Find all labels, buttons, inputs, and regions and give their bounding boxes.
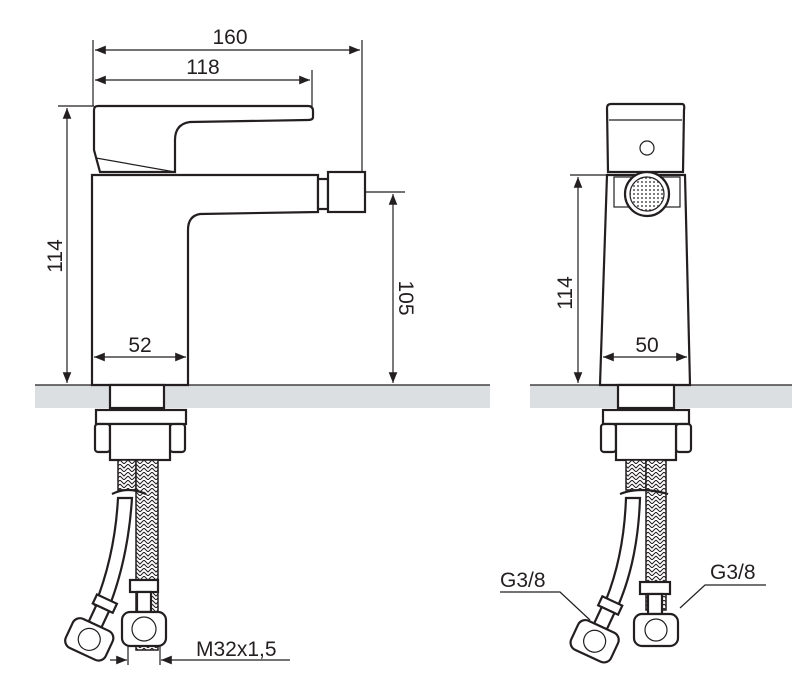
dim-52: 52 xyxy=(128,334,151,357)
thread-label: M32x1,5 xyxy=(196,638,277,661)
side-view xyxy=(58,40,405,665)
dim-50: 50 xyxy=(635,334,658,357)
faucet-handle xyxy=(92,104,315,174)
dim-160: 160 xyxy=(212,26,247,49)
indicator-hole xyxy=(639,140,655,156)
dim-118: 118 xyxy=(186,56,219,79)
dim-105: 105 xyxy=(394,280,417,315)
bidet-nozzle xyxy=(326,170,367,214)
dim-114-front: 114 xyxy=(554,276,577,310)
hose-label-right: G3/8 xyxy=(710,561,756,584)
dim-114-side: 114 xyxy=(44,239,67,273)
countertop-side xyxy=(35,385,490,408)
front-handle xyxy=(605,102,686,174)
faucet-body xyxy=(90,173,320,387)
front-view xyxy=(500,102,766,664)
hose-label-left: G3/8 xyxy=(500,569,546,592)
hose-nut xyxy=(120,610,168,648)
